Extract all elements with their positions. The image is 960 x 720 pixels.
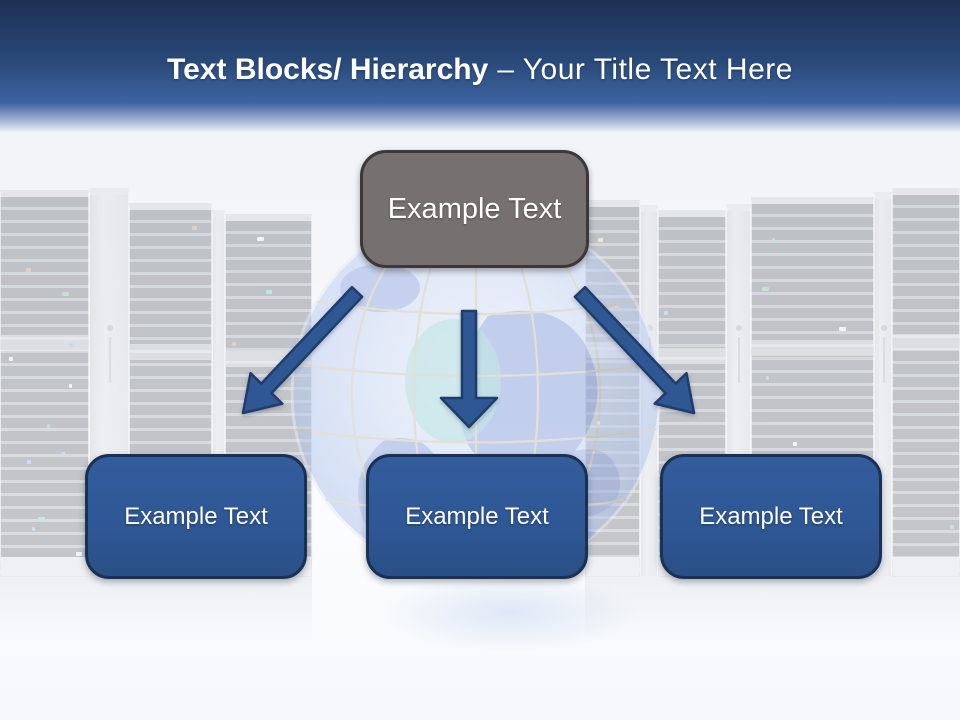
arrow-down-right-icon <box>573 285 696 415</box>
rack-reflection <box>585 576 640 642</box>
child-text-block-2: Example Text <box>366 454 588 579</box>
title-bold-segment: Text Blocks/ Hierarchy <box>167 53 489 86</box>
rack-reflection <box>225 576 312 642</box>
rack-reflection <box>0 576 89 642</box>
title-regular-segment: – Your Title Text Here <box>497 53 793 86</box>
rack-reflection <box>129 576 212 642</box>
rack-column <box>585 200 640 577</box>
child-text-block-3: Example Text <box>660 454 882 579</box>
rack-reflection <box>89 576 129 642</box>
child-text-block-1: Example Text <box>85 454 307 579</box>
arrow-down-icon <box>439 309 499 429</box>
root-text-block-label: Example Text <box>387 192 562 225</box>
page-title: Text Blocks/ Hierarchy– Your Title Text … <box>167 53 793 87</box>
rack-reflection <box>726 576 751 642</box>
rack-reflection <box>212 576 225 642</box>
arrow-down-left-icon <box>241 285 364 415</box>
child-text-block-2-label: Example Text <box>405 502 549 530</box>
slide-header: Text Blocks/ Hierarchy– Your Title Text … <box>0 0 960 132</box>
rack-column <box>640 205 658 576</box>
rack-column <box>892 188 960 577</box>
rack-reflection <box>658 576 726 642</box>
rack-reflection <box>751 576 874 642</box>
rack-column <box>0 190 89 577</box>
rack-reflection <box>874 576 892 642</box>
rack-reflection <box>640 576 658 642</box>
child-text-block-3-label: Example Text <box>699 502 843 530</box>
globe-reflection <box>380 572 640 652</box>
rack-reflection <box>892 576 960 642</box>
child-text-block-1-label: Example Text <box>124 502 268 530</box>
root-text-block: Example Text <box>360 150 589 268</box>
